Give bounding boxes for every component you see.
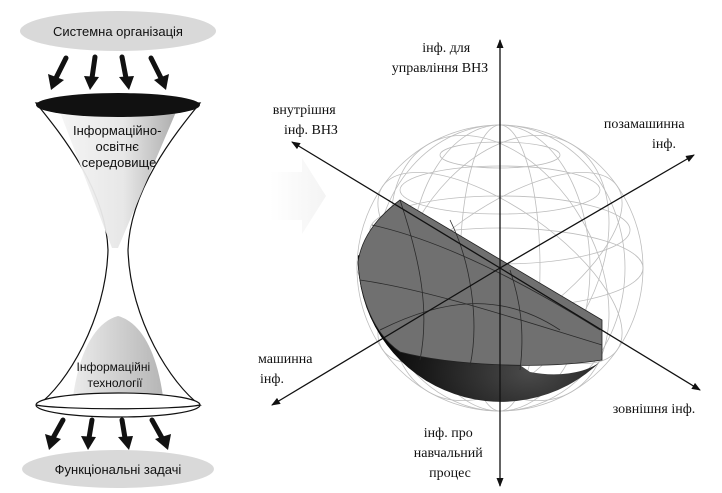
axis-label-lower-right: зовнішня інф. <box>613 402 696 417</box>
axis-label-line: інф. <box>652 137 676 152</box>
axis-label-upper-left: внутрішня інф. ВНЗ <box>273 103 340 138</box>
upper-cone-label: Інформаційно- освітнє середовище <box>73 123 165 170</box>
top-ellipse-label: Системна організація <box>53 24 183 39</box>
axis-label-line: інф. для <box>422 41 471 56</box>
axis-label-line: позамашинна <box>604 117 685 132</box>
bottom-ellipse-label: Функціональні задачі <box>55 462 182 477</box>
axis-label-bottom: інф. про навчальний процес <box>414 426 487 481</box>
axes <box>271 39 701 487</box>
input-arrowhead <box>154 74 169 90</box>
output-arrows <box>50 417 165 441</box>
input-arrowhead <box>119 76 134 90</box>
ghost-arrow <box>270 158 326 234</box>
axis-label-line: управління ВНЗ <box>392 61 488 76</box>
top-ellipse <box>20 11 216 51</box>
axis-label-line: інф. ВНЗ <box>284 123 338 138</box>
lower-cone-label-line: Інформаційні <box>77 360 151 374</box>
lower-cone <box>72 316 164 405</box>
axis-label-line: інф. про <box>424 426 473 441</box>
axis-label-line: навчальний <box>414 446 484 461</box>
upper-cone-label-line: Інформаційно- <box>73 123 161 138</box>
upper-cone <box>60 112 176 248</box>
input-arrowhead <box>84 76 99 90</box>
hourglass-diagram: Системна організація Інформаційно- освіт… <box>20 11 216 488</box>
output-arrow <box>86 417 95 441</box>
output-arrowhead <box>118 436 133 450</box>
axis-label-line: машинна <box>258 352 313 367</box>
axis-lower-left <box>271 267 501 406</box>
output-arrowhead <box>45 434 61 450</box>
input-arrows <box>53 54 164 81</box>
input-arrow <box>53 55 69 81</box>
axis-label-upper-right: позамашинна інф. <box>604 117 688 152</box>
axis-label-top: інф. для управління ВНЗ <box>392 41 488 76</box>
input-arrow <box>148 55 164 81</box>
output-arrow <box>149 417 165 441</box>
lower-cone-label: Інформаційні технології <box>77 360 154 390</box>
axis-label-line: внутрішня <box>273 103 337 118</box>
axis-upper-right <box>499 154 695 269</box>
bottom-opening <box>35 392 201 418</box>
input-arrow <box>89 54 98 81</box>
bottom-ellipse <box>22 450 214 488</box>
output-arrow <box>50 417 66 441</box>
output-arrowhead <box>155 434 171 450</box>
cross-section-top <box>357 199 603 366</box>
axis-lower-right <box>499 267 701 391</box>
input-arrow <box>119 54 129 81</box>
top-opening <box>36 93 200 117</box>
axis-label-lower-left: машинна інф. <box>258 352 316 387</box>
axis-label-line: процес <box>429 466 471 481</box>
axis-label-line: зовнішня інф. <box>613 402 696 417</box>
axis-label-line: інф. <box>260 372 284 387</box>
upper-cone-label-line: освітнє <box>96 139 140 154</box>
lower-cone-label-line: технології <box>88 376 144 390</box>
sphere-diagram: інф. для управління ВНЗ внутрішня інф. В… <box>258 39 701 487</box>
output-arrow <box>119 417 128 441</box>
dark-hemisphere <box>357 255 602 402</box>
input-arrowhead <box>48 74 64 90</box>
axis-upper-left <box>291 141 501 269</box>
output-arrowhead <box>81 436 96 450</box>
upper-cone-label-line: середовище <box>82 155 157 170</box>
cross-section-wires <box>359 199 603 371</box>
